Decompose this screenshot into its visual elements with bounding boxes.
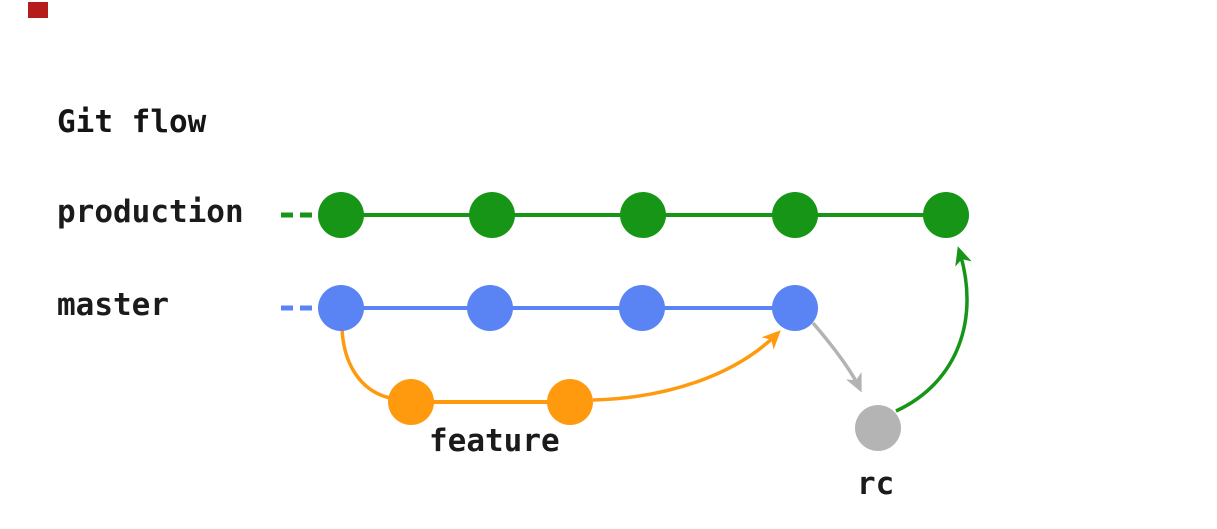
production-commit-3: [620, 192, 666, 238]
feature-commit-2: [547, 379, 593, 425]
production-commit-2: [469, 192, 515, 238]
production-commit-1: [318, 192, 364, 238]
feature-commit-1: [388, 379, 434, 425]
master-commit-1: [318, 285, 364, 331]
production-merge-arrow: [895, 246, 972, 413]
production-commit-4: [772, 192, 818, 238]
branch-label-production: production: [57, 194, 244, 230]
branch-label-rc: rc: [857, 466, 895, 502]
rc-commit-1: [855, 405, 901, 451]
production-commit-5: [923, 192, 969, 238]
master-commit-2: [467, 285, 513, 331]
feature-branch-off-curve: [340, 326, 391, 400]
branch-label-master: master: [57, 287, 169, 323]
branch-label-feature: feature: [429, 423, 560, 459]
master-commit-4: [772, 285, 818, 331]
record-indicator-mark: [28, 2, 48, 18]
feature-merge-arrow: [592, 330, 781, 402]
rc-branch-off-arrow: [811, 321, 862, 393]
diagram-title: Git flow: [57, 104, 207, 140]
master-commit-3: [619, 285, 665, 331]
